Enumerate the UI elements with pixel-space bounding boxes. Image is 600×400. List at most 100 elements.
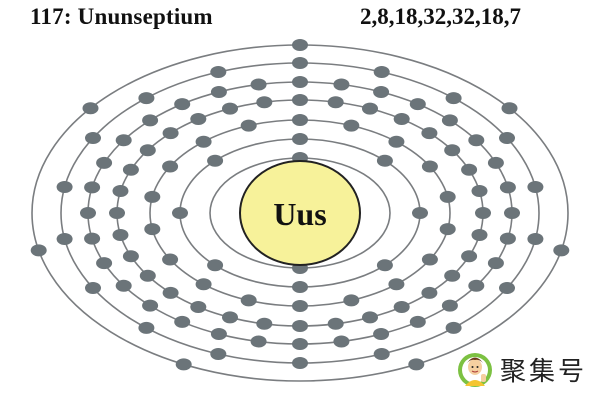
electron xyxy=(373,66,390,78)
electron xyxy=(240,119,257,132)
electron xyxy=(376,259,393,272)
electron xyxy=(499,282,515,294)
electron xyxy=(393,301,410,313)
electron xyxy=(468,134,485,147)
electron xyxy=(292,76,308,88)
element-symbol: Uus xyxy=(273,196,326,232)
electron xyxy=(373,328,390,340)
electron xyxy=(250,78,267,91)
electron xyxy=(421,253,438,266)
electron xyxy=(444,144,461,157)
electron xyxy=(256,96,273,109)
electron xyxy=(142,114,159,127)
electron xyxy=(388,135,405,148)
electron xyxy=(30,244,47,257)
electron xyxy=(527,233,544,245)
electron xyxy=(441,114,458,127)
electron xyxy=(421,160,438,173)
electron xyxy=(471,185,488,197)
electron xyxy=(471,229,488,241)
electron xyxy=(144,223,161,236)
electron xyxy=(142,299,159,312)
electron xyxy=(439,223,456,236)
electron xyxy=(461,163,478,176)
electron xyxy=(162,253,179,266)
electron xyxy=(475,207,491,219)
electron xyxy=(96,257,113,270)
electron xyxy=(240,294,257,307)
electron xyxy=(376,154,393,167)
electron xyxy=(195,135,212,148)
electron xyxy=(96,156,113,169)
electron xyxy=(256,317,273,330)
electron xyxy=(174,315,191,328)
electron xyxy=(408,358,425,371)
electron xyxy=(327,96,344,109)
electron xyxy=(82,102,99,115)
electron xyxy=(292,39,308,51)
electron xyxy=(439,190,456,203)
electron xyxy=(527,181,544,193)
electron xyxy=(441,299,458,312)
electron xyxy=(190,301,207,313)
electron xyxy=(504,207,520,219)
electron xyxy=(499,232,516,245)
electron xyxy=(138,92,155,105)
electron xyxy=(487,257,504,270)
element-title: 117: Ununseptium xyxy=(30,4,213,29)
electron xyxy=(190,113,207,125)
electron xyxy=(409,315,426,328)
watermark: 聚集号 xyxy=(456,350,587,388)
electron xyxy=(501,102,518,115)
electron xyxy=(84,181,101,194)
electron xyxy=(222,102,238,115)
electron xyxy=(207,154,224,167)
electron xyxy=(292,300,308,312)
electron xyxy=(362,102,378,115)
electron xyxy=(292,133,308,145)
electron xyxy=(85,132,101,144)
nucleus xyxy=(239,160,361,266)
electron xyxy=(373,348,390,360)
electron xyxy=(292,338,308,350)
electron xyxy=(444,269,461,282)
electron xyxy=(144,190,161,203)
electron xyxy=(421,127,438,140)
cartoon-boy-thumbs-up-icon xyxy=(458,353,492,387)
electron xyxy=(56,181,73,193)
electron xyxy=(412,207,428,219)
electron xyxy=(139,269,156,282)
electron xyxy=(112,185,129,197)
electron xyxy=(207,259,224,272)
electron xyxy=(174,98,191,111)
electron xyxy=(445,92,462,105)
electron xyxy=(343,119,360,132)
electron xyxy=(461,250,478,263)
electron xyxy=(210,86,227,98)
electron xyxy=(80,207,96,219)
electron xyxy=(343,294,360,307)
electron xyxy=(327,317,344,330)
electron xyxy=(388,278,405,291)
electron xyxy=(210,66,227,78)
electron xyxy=(292,114,308,126)
electron xyxy=(162,127,179,140)
electron xyxy=(499,132,515,144)
electron xyxy=(172,207,188,219)
electron xyxy=(292,94,308,106)
electron xyxy=(115,279,132,292)
electrons xyxy=(30,39,570,371)
electron xyxy=(292,281,308,293)
electron xyxy=(210,328,227,340)
electron xyxy=(175,358,192,371)
electron xyxy=(84,232,101,245)
electron xyxy=(122,250,139,263)
electron xyxy=(553,244,570,257)
electron xyxy=(445,321,462,334)
electron xyxy=(122,163,139,176)
electron xyxy=(468,279,485,292)
electron xyxy=(393,113,410,125)
electron xyxy=(56,233,73,245)
electron xyxy=(139,144,156,157)
electron xyxy=(162,160,179,173)
